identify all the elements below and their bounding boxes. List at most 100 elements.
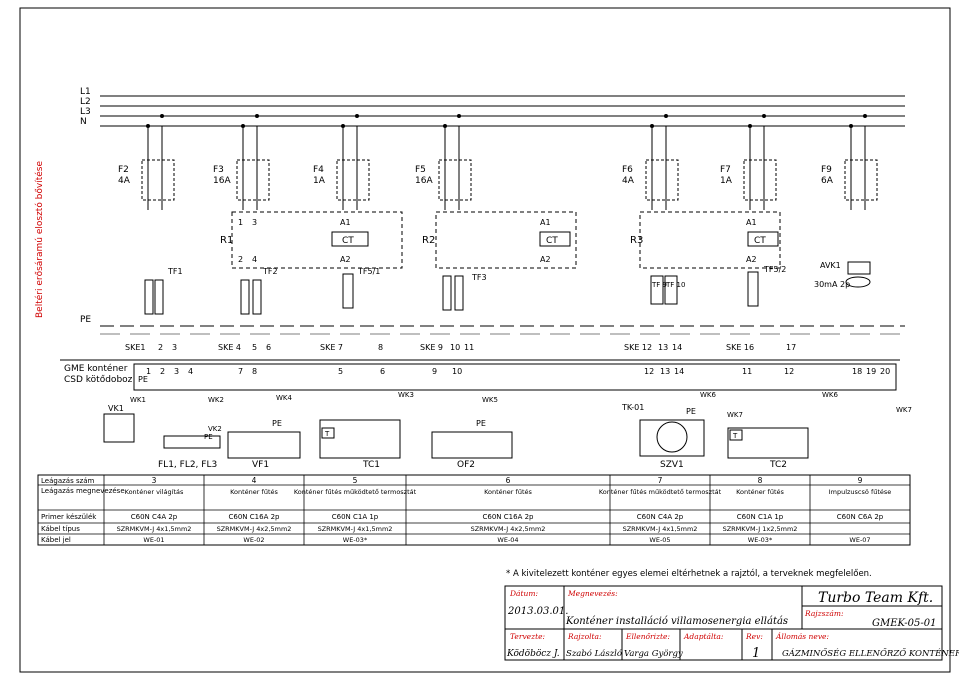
tf-label-tf1: TF1 [167,267,183,276]
table-cell-name: Konténer világítás [125,488,184,496]
ske-num-6: 6 [266,343,271,352]
device-vf1 [227,431,301,459]
table-cell-name: Impulzuscsö fűtése [829,487,892,496]
bus-lines [100,95,905,127]
device-tc2 [727,427,809,459]
table-cell-cable_type: SZRMKVM-J 4x1,5mm2 [318,525,393,533]
tb-drawing-no-label: Rajzszám: [804,609,844,618]
table-cell-device: C60N C1A 1p [332,513,379,521]
tb-checked: Varga György [624,649,683,659]
device-label-vk2: VK2 [208,425,222,433]
tf-label-tf2: TF2 [262,267,278,276]
table-row-header: Kábel típus [41,525,80,533]
table-cell-num: 7 [658,476,663,485]
terminal-pe-label: PE [138,375,148,384]
terminal-num: 11 [742,367,752,376]
table-cell-device: C60N C16A 2p [229,513,281,521]
tb-station: GÁZMINŐSÉG ELLENŐRZŐ KONTÉNER [782,646,959,659]
terminal-num: 12 [784,367,794,376]
breaker-rating: 6A [821,176,834,186]
table-cell-cable_type: SZRMKVM-J 4x1,5mm2 [117,525,192,533]
tf-label-tf3: TF3 [471,273,487,282]
breaker-name: F4 [313,165,324,175]
breaker-name: F9 [821,165,832,175]
breaker-rating: 4A [622,176,635,186]
breaker-name: F5 [415,165,426,175]
tb-drawn: Szabó László [566,648,622,659]
bus-label-n: N [80,117,87,127]
table-cell-cable_id: WE-07 [849,536,870,544]
cable-wk7b: WK7 [896,406,912,414]
ske-label-4: SKE 9 [420,343,443,352]
cable-wk4: WK4 [276,394,293,402]
tb-company: Turbo Team Kft. [818,590,933,606]
terminal-num: 4 [188,367,193,376]
terminal-num: 5 [338,367,343,376]
terminal-num: 20 [880,367,890,376]
terminal-num: 6 [380,367,385,376]
table-cell-cable_id: WE-04 [497,536,518,544]
ske-labels: SKE1 SKE 4 SKE 7 SKE 9 SKE 12 SKE 16 2 3… [125,343,796,352]
breaker-name: F2 [118,165,129,175]
rcd-avk1: AVK1 30mA 2p [814,261,871,289]
device-tc1 [319,419,401,459]
table-cell-device: C60N C4A 2p [637,513,684,521]
bottom-labels: FL1, FL2, FL3 VF1 TC1 OF2 SZV1 TC2 [158,460,787,470]
tb-rev: 1 [752,646,760,661]
sheet-border [19,7,951,673]
rcd-rating: 30mA 2p [814,280,850,289]
term-4-r1: 4 [252,255,257,264]
cable-wk6b: WK6 [822,391,839,399]
relay-box-r2: R2 CT [422,211,577,269]
tf-label-tf51: TF5/1 [357,267,380,276]
table-row-header: Kábel jel [41,536,71,544]
terminal-num: 12 [644,367,654,376]
ske-num-13: 13 [658,343,668,352]
breaker-rating: 16A [415,176,433,186]
cable-wk3: WK3 [398,391,414,399]
term-a2-2: A2 [540,255,551,264]
cable-wk1: WK1 [130,396,146,404]
tf-label-tf52: TF5/2 [763,265,786,274]
tb-checked-label: Ellenőrizte: [625,632,670,641]
table-cell-num: 4 [252,476,257,485]
terminal-block [133,363,897,391]
cable-wk5: WK5 [482,396,498,404]
cable-wk2: WK2 [208,396,224,404]
tb-date: 2013.03.01. [507,606,568,617]
table-cell-device: C60N C6A 2p [837,513,884,521]
breaker-rating: 16A [213,176,231,186]
terminal-num: 19 [866,367,876,376]
ct-label-1: CT [342,236,354,246]
table-cell-num: 3 [152,476,157,485]
ske-num-5: 5 [252,343,257,352]
bus-label-l1: L1 [80,87,91,97]
tf-label-tf9: TF 9 [651,281,667,289]
ske-label-6: SKE 16 [726,343,754,352]
tb-name-label: Megnevezés: [567,589,618,598]
cable-wk6a: WK6 [700,391,717,399]
table-row-header: Primer készülék [41,513,97,521]
tf-label-tf10: TF 10 [665,281,685,289]
ske-label-1: SKE1 [125,343,145,352]
device-pe-of2: PE [476,419,486,428]
term-a1-2: A1 [540,218,551,227]
table-cell-device: C60N C16A 2p [483,513,535,521]
table-cell-name: Konténer fűtés működtető termosztát [294,487,417,496]
ske-num-10: 10 [450,343,460,352]
thermo-box-1 [321,427,335,439]
table-cell-name: Konténer fűtés [736,487,784,496]
term-1-r1: 1 [238,218,243,227]
table-cell-cable_type: SZRMKVM-J 4x2,5mm2 [471,525,546,533]
side-note: Beltéri erősáramú elosztó bővítése [34,161,45,318]
ct-label-2: CT [546,236,558,246]
thermo-mark-1: T [324,430,330,438]
term-a1-3: A1 [746,218,757,227]
terminal-num: 3 [174,367,179,376]
tb-adapted-label: Adaptálta: [683,632,724,641]
